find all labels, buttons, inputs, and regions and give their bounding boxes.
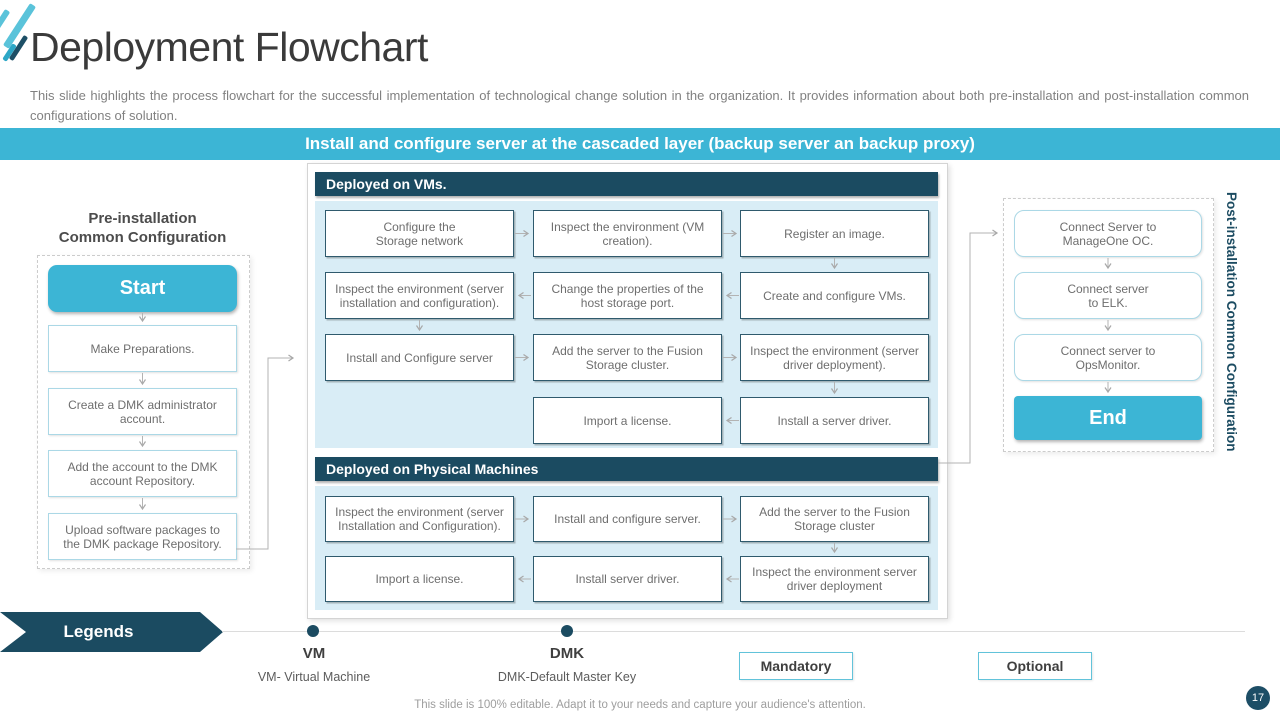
vm-box-r3c3: Inspect the environment (server driver d… <box>740 334 929 381</box>
pre-step-4: Upload software packages to the DMK pack… <box>48 513 237 560</box>
vm-box-r3c1: Install and Configure server <box>325 334 514 381</box>
legend-term-dmk: DMK <box>549 645 585 662</box>
vm-box-r4c2: Import a license. <box>533 397 722 444</box>
banner-strip: Install and configure server at the casc… <box>0 128 1280 160</box>
vm-box-r1c3: Register an image. <box>740 210 929 257</box>
legend-def-dmk: DMK-Default Master Key <box>497 670 637 684</box>
pm-box-r2c3: Inspect the environment server driver de… <box>740 556 929 602</box>
vm-box-r1c1: Configure the Storage network <box>325 210 514 257</box>
vm-box-r2c3: Create and configure VMs. <box>740 272 929 319</box>
pm-section-header: Deployed on Physical Machines <box>315 457 938 481</box>
vm-box-r3c2: Add the server to the Fusion Storage clu… <box>533 334 722 381</box>
pm-box-r2c1: Import a license. <box>325 556 514 602</box>
legend-mandatory: Mandatory <box>739 652 853 680</box>
legend-def-vm: VM- Virtual Machine <box>257 670 371 684</box>
legends-banner: Legends <box>0 612 223 652</box>
page-number-badge: 17 <box>1246 686 1270 710</box>
post-step-3: Connect server to OpsMonitor. <box>1014 334 1202 381</box>
legend-dot-dmk <box>561 625 573 637</box>
end-node: End <box>1014 396 1202 440</box>
legend-line <box>222 631 1245 632</box>
post-step-2: Connect server to ELK. <box>1014 272 1202 319</box>
legend-optional: Optional <box>978 652 1092 680</box>
legend-term-vm: VM <box>302 645 326 662</box>
legend-dot-vm <box>307 625 319 637</box>
post-step-1: Connect Server to ManageOne OC. <box>1014 210 1202 257</box>
start-node: Start <box>48 265 237 312</box>
pre-step-2: Create a DMK administrator account. <box>48 388 237 435</box>
pm-box-r2c2: Install server driver. <box>533 556 722 602</box>
pre-step-3: Add the account to the DMK account Repos… <box>48 450 237 497</box>
vm-box-r4c3: Install a server driver. <box>740 397 929 444</box>
pre-install-heading: Pre-installation Common Configuration <box>58 210 227 246</box>
post-install-vertical-label: Post-installation Common Configuration <box>1224 191 1239 452</box>
vm-box-r1c2: Inspect the environment (VM creation). <box>533 210 722 257</box>
footer-note: This slide is 100% editable. Adapt it to… <box>414 699 866 711</box>
pm-box-r1c3: Add the server to the Fusion Storage clu… <box>740 496 929 542</box>
pm-box-r1c1: Inspect the environment (server Installa… <box>325 496 514 542</box>
page-title: Deployment Flowchart <box>30 24 428 70</box>
pre-step-1: Make Preparations. <box>48 325 237 372</box>
legends-label: Legends <box>63 622 134 641</box>
vm-box-r2c1: Inspect the environment (server installa… <box>325 272 514 319</box>
vm-box-r2c2: Change the properties of the host storag… <box>533 272 722 319</box>
pm-box-r1c2: Install and configure server. <box>533 496 722 542</box>
vm-section-header: Deployed on VMs. <box>315 172 938 196</box>
slide-description: This slide highlights the process flowch… <box>30 88 1249 123</box>
